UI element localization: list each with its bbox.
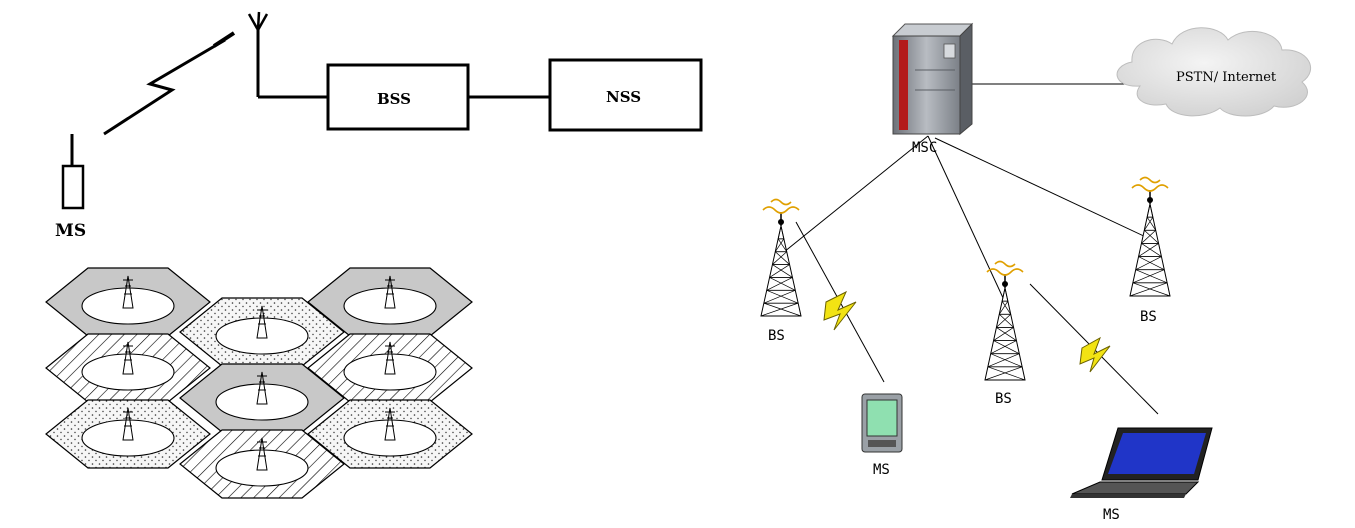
bss-label: BSS (377, 90, 411, 108)
ms-label-pda: MS (873, 462, 890, 478)
msc-label: MSC (912, 140, 937, 156)
cell-hexagon (45, 399, 211, 469)
radio-links (795, 221, 1159, 415)
cell-tower-icon (384, 407, 396, 441)
cellular-network-diagram: PSTN/ Internet MSC BS BS BS (760, 22, 1312, 523)
cell-tower-icon (256, 437, 268, 471)
bs-tower-middle-icon (984, 260, 1026, 381)
antenna-icon (247, 11, 328, 99)
cell-hexagon (179, 363, 345, 433)
cell-hexagon (307, 267, 473, 337)
msc-links (783, 83, 1149, 301)
pda-device-icon (861, 393, 903, 453)
pstn-internet-cloud-icon (1116, 27, 1312, 117)
bs-label-middle: BS (995, 391, 1012, 407)
bss-box (326, 63, 470, 131)
bs-label-left: BS (768, 328, 785, 344)
cell-tower-icon (384, 341, 396, 375)
bs-label-right: BS (1140, 309, 1157, 325)
nss-box (548, 58, 703, 132)
ms-label: MS (55, 221, 86, 241)
bs-tower-left-icon (760, 198, 802, 317)
cell-hexagon (179, 429, 345, 499)
cell-tower-icon (256, 305, 268, 339)
cell-hexagon (45, 267, 211, 337)
laptop-icon (1070, 427, 1213, 498)
lightning-bolt-icon (1079, 336, 1111, 373)
radio-link-zigzag-icon (103, 38, 226, 136)
cell-hexagon (307, 399, 473, 469)
ms-label-laptop: MS (1103, 507, 1120, 523)
bs-tower-right-icon (1129, 176, 1171, 297)
msc-server-icon (891, 22, 974, 136)
cloud-label: PSTN/ Internet (1176, 70, 1277, 85)
nss-label: NSS (606, 88, 641, 106)
cell-tower-icon (122, 275, 134, 309)
cell-tower-icon (122, 341, 134, 375)
mobile-handset-icon (61, 134, 85, 210)
cell-tower-icon (384, 275, 396, 309)
gsm-architecture-sketch: MS BSS NSS (55, 11, 703, 241)
lightning-bolt-icon (823, 290, 857, 331)
cell-tower-icon (122, 407, 134, 441)
cell-tower-icon (256, 371, 268, 405)
cell-hexagon (179, 297, 345, 367)
hexagonal-cell-grid (45, 267, 473, 499)
cell-hexagon (307, 333, 473, 403)
cell-hexagon (45, 333, 211, 403)
